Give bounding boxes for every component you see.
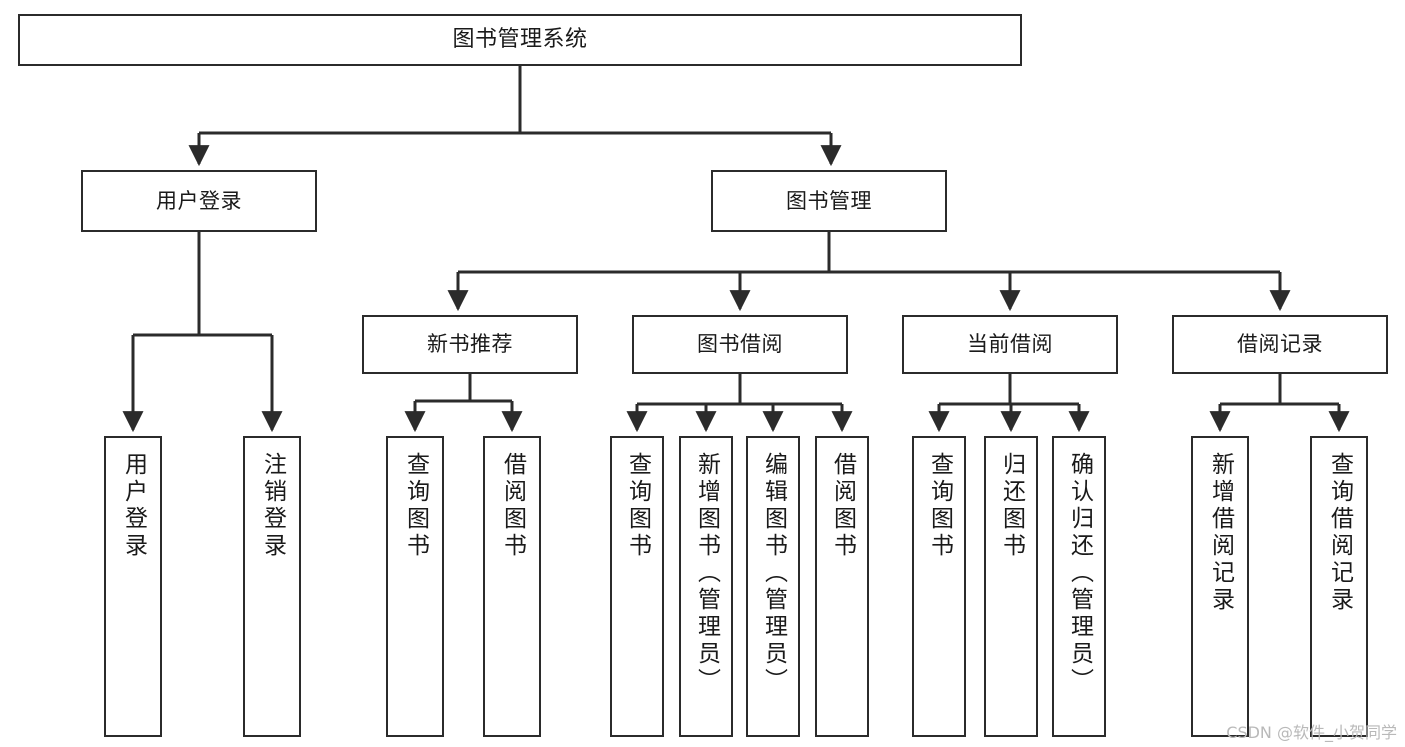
- leaf-query-book-borrow[interactable]: 查询图书: [610, 436, 664, 737]
- node-book-management-label: 图书管理: [786, 188, 872, 213]
- node-root[interactable]: 图书管理系统: [18, 14, 1022, 66]
- leaf-query-book-current-label: 查询图书: [926, 452, 953, 560]
- leaf-query-borrow-record-label: 查询借阅记录: [1326, 452, 1353, 614]
- watermark: CSDN @软件_小贺同学: [1226, 723, 1397, 742]
- leaf-confirm-return[interactable]: 确认归还（管理员）: [1052, 436, 1106, 737]
- leaf-query-borrow-record[interactable]: 查询借阅记录: [1310, 436, 1368, 737]
- leaf-user-login-label: 用户登录: [120, 452, 147, 560]
- node-book-borrow[interactable]: 图书借阅: [632, 315, 848, 374]
- leaf-edit-book[interactable]: 编辑图书（管理员）: [746, 436, 800, 737]
- leaf-return-book-label: 归还图书: [998, 452, 1025, 560]
- node-current-borrow-label: 当前借阅: [967, 332, 1053, 356]
- leaf-add-book-label: 新增图书（管理员）: [693, 452, 720, 695]
- node-borrow-records[interactable]: 借阅记录: [1172, 315, 1388, 374]
- leaf-query-book-recommend[interactable]: 查询图书: [386, 436, 444, 737]
- leaf-user-logout[interactable]: 注销登录: [243, 436, 301, 737]
- leaf-borrow-book-recommend-label: 借阅图书: [499, 452, 526, 560]
- leaf-borrow-book-recommend[interactable]: 借阅图书: [483, 436, 541, 737]
- leaf-return-book[interactable]: 归还图书: [984, 436, 1038, 737]
- leaf-confirm-return-label: 确认归还（管理员）: [1066, 452, 1093, 695]
- node-root-label: 图书管理系统: [452, 27, 588, 52]
- node-borrow-records-label: 借阅记录: [1237, 332, 1323, 356]
- leaf-query-book-recommend-label: 查询图书: [402, 452, 429, 560]
- leaf-query-book-current[interactable]: 查询图书: [912, 436, 966, 737]
- leaf-query-book-borrow-label: 查询图书: [624, 452, 651, 560]
- node-new-book-recommend-label: 新书推荐: [427, 332, 513, 356]
- leaf-edit-book-label: 编辑图书（管理员）: [760, 452, 787, 695]
- leaf-add-borrow-record-label: 新增借阅记录: [1207, 452, 1234, 614]
- leaf-add-borrow-record[interactable]: 新增借阅记录: [1191, 436, 1249, 737]
- leaf-user-login[interactable]: 用户登录: [104, 436, 162, 737]
- leaf-user-logout-label: 注销登录: [259, 452, 286, 560]
- leaf-add-book[interactable]: 新增图书（管理员）: [679, 436, 733, 737]
- node-current-borrow[interactable]: 当前借阅: [902, 315, 1118, 374]
- leaf-borrow-book-label: 借阅图书: [829, 452, 856, 560]
- node-new-book-recommend[interactable]: 新书推荐: [362, 315, 578, 374]
- node-user-login[interactable]: 用户登录: [81, 170, 317, 232]
- node-book-borrow-label: 图书借阅: [697, 332, 783, 356]
- leaf-borrow-book[interactable]: 借阅图书: [815, 436, 869, 737]
- node-book-management[interactable]: 图书管理: [711, 170, 947, 232]
- node-user-login-label: 用户登录: [156, 188, 242, 213]
